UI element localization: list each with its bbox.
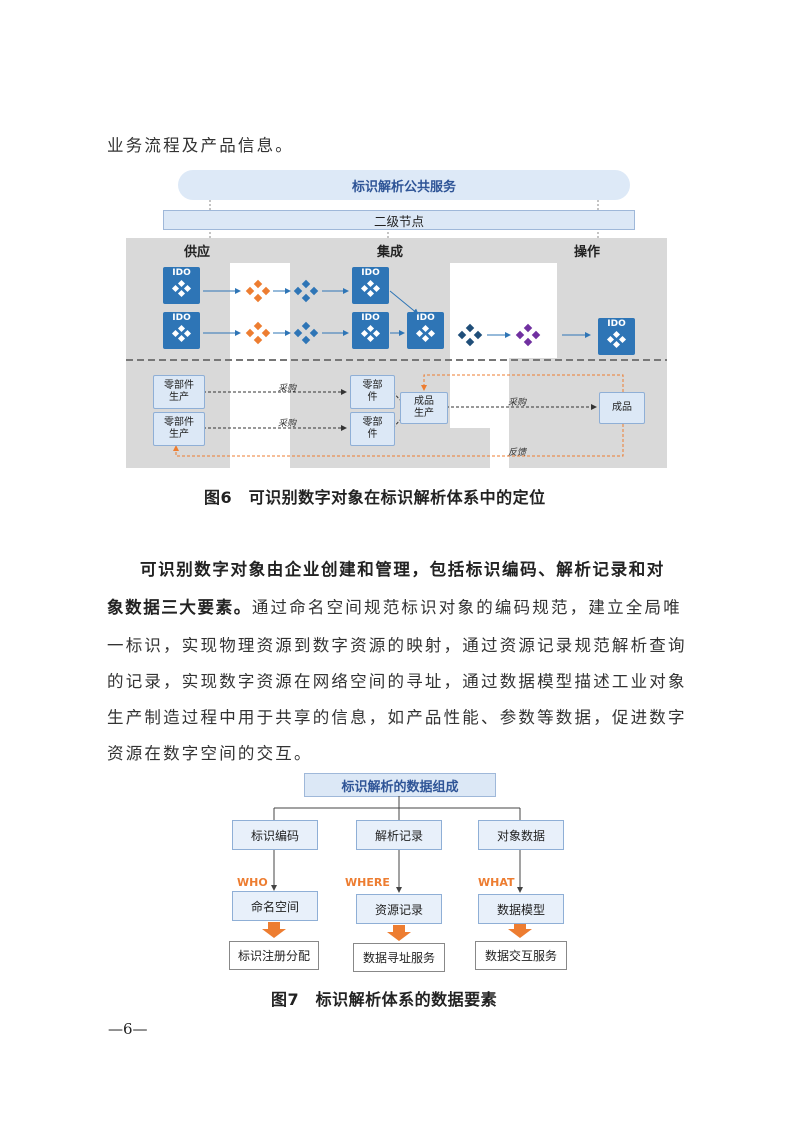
ido-icon: IDO [352,312,389,349]
object-data-box: 对象数据 [478,820,564,850]
public-service-cloud: 标识解析公共服务 [178,170,630,200]
resource-record-box: 资源记录 [356,894,442,924]
figure-7-caption: 图7 标识解析体系的数据要素 [271,990,498,1009]
product-production-box: 成品生产 [400,392,448,424]
region-gap-b [490,238,509,263]
feedback-label: 反馈 [508,448,527,458]
page-number: —6— [108,1020,148,1038]
parts-production-box: 零部件生产 [153,412,205,446]
paragraph-line-2: 象数据三大要素。通过命名空间规范标识对象的编码规范，建立全局唯 [107,594,682,618]
region-gap-a [230,238,290,263]
purchase-label: 采购 [278,419,297,429]
product-box: 成品 [599,392,645,424]
paragraph-line-6: 资源在数字空间的交互。 [107,744,313,763]
paragraph-line-1: 可识别数字对象由企业创建和管理，包括标识编码、解析记录和对 [140,560,665,579]
region-label-integration: 集成 [377,245,404,260]
ido-label: IDO [607,319,626,329]
ido-label: IDO [361,268,380,278]
ido-label: IDO [172,313,191,323]
figure-6-caption: 图6 可识别数字对象在标识解析体系中的定位 [204,488,546,507]
where-label: WHERE [345,876,390,889]
paragraph-line-3: 一标识，实现物理资源到数字资源的映射，通过资源记录规范解析查询 [107,636,687,655]
resolution-record-box: 解析记录 [356,820,442,850]
identifier-code-box: 标识编码 [232,820,318,850]
data-exchange-box: 数据交互服务 [475,941,567,970]
intro-line: 业务流程及产品信息。 [107,136,294,155]
registration-allocation-box: 标识注册分配 [229,941,319,970]
what-label: WHAT [478,876,515,889]
paragraph-line-2-rest: 通过命名空间规范标识对象的编码规范，建立全局唯 [251,598,682,617]
paragraph-line-5: 生产制造过程中用于共享的信息，如产品性能、参数等数据，促进数字 [107,708,687,727]
data-model-box: 数据模型 [478,894,564,924]
data-addressing-box: 数据寻址服务 [353,943,445,972]
ido-icon: IDO [163,267,200,304]
namespace-box: 命名空间 [232,891,318,921]
paragraph-bold-end: 象数据三大要素。 [107,598,252,617]
parts-production-box: 零部件生产 [153,375,205,409]
data-composition-title: 标识解析的数据组成 [304,773,496,797]
component-box: 零部件 [350,412,395,446]
purchase-label: 采购 [508,398,527,408]
ido-icon: IDO [352,267,389,304]
ido-label: IDO [416,313,435,323]
ido-icon: IDO [598,318,635,355]
secondary-node-bar: 二级节点 [163,210,635,230]
component-box: 零部件 [350,375,395,409]
ido-label: IDO [361,313,380,323]
white-channel-3 [450,358,490,428]
region-label-operation: 操作 [574,245,601,260]
ido-icon: IDO [407,312,444,349]
who-label: WHO [237,876,268,889]
ido-label: IDO [172,268,191,278]
paragraph-line-4: 的记录，实现数字资源在网络空间的寻址，通过数据模型描述工业对象 [107,672,687,691]
region-label-supply: 供应 [184,245,211,260]
purchase-label: 采购 [278,384,297,394]
ido-icon: IDO [163,312,200,349]
